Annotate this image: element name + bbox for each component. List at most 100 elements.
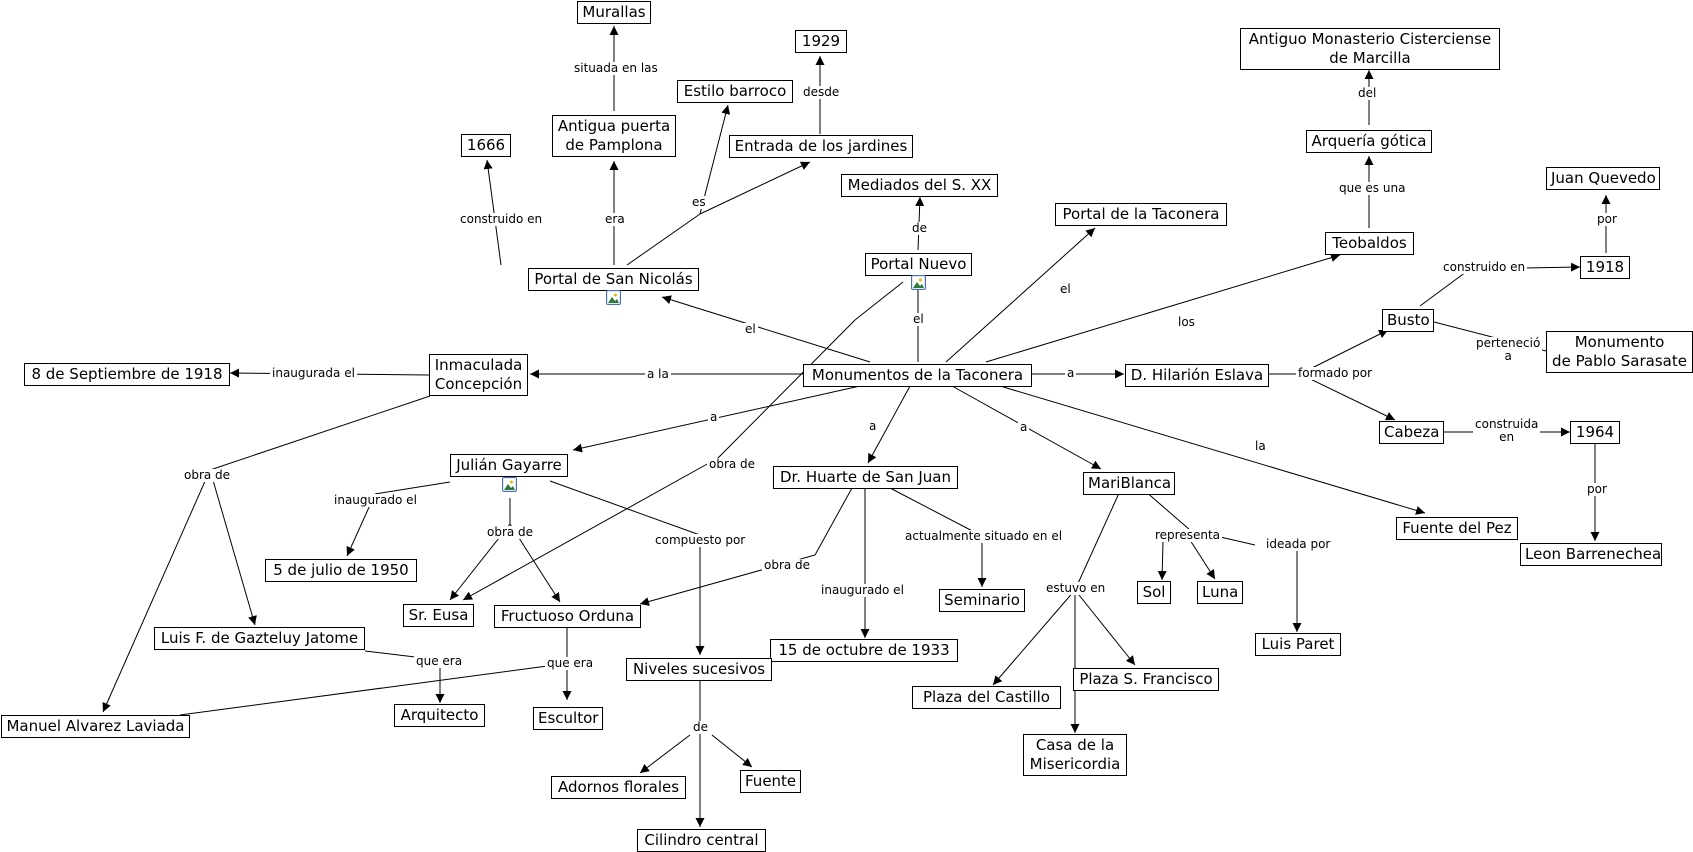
node-escultor[interactable]: Escultor (533, 707, 603, 730)
link-label-por: por (1595, 212, 1619, 226)
node-plaza-castillo[interactable]: Plaza del Castillo (912, 686, 1061, 709)
node-estilo-barroco[interactable]: Estilo barroco (677, 80, 793, 103)
connector-line (711, 734, 753, 768)
node-1666[interactable]: 1666 (461, 134, 511, 157)
connector-line (1144, 490, 1191, 531)
node-adornos-florales[interactable]: Adornos florales (551, 776, 686, 799)
node-niveles-sucesivos[interactable]: Niveles sucesivos (626, 658, 772, 681)
link-label-por: por (1585, 482, 1609, 496)
node-portal-nuevo[interactable]: Portal Nuevo (865, 253, 972, 276)
node-luis-paret[interactable]: Luis Paret (1255, 633, 1341, 656)
link-label-los: los (1176, 315, 1197, 329)
node-plaza-francisco[interactable]: Plaza S. Francisco (1073, 668, 1219, 691)
connector-line (209, 395, 431, 471)
connector-line (1074, 589, 1136, 666)
node-portal-taconera[interactable]: Portal de la Taconera (1055, 203, 1227, 226)
node-antiguo-monasterio[interactable]: Antiguo Monasterio Cisterciense de Marci… (1240, 28, 1500, 70)
node-cabeza[interactable]: Cabeza (1379, 421, 1444, 444)
link-label-actualmente-situado-en-el: actualmente situado en el (903, 529, 1065, 543)
link-label-del: del (1356, 86, 1379, 100)
link-label-que-es-una: que es una (1337, 181, 1408, 195)
link-label-de: de (691, 720, 710, 734)
link-label-es: es (690, 195, 708, 209)
connector-line (179, 664, 556, 716)
link-label-formado-por: formado por (1296, 366, 1374, 380)
connector-line (1189, 539, 1216, 580)
image-icon[interactable] (606, 290, 621, 305)
link-label-construido-en: construido en (1441, 260, 1528, 274)
node-1929[interactable]: 1929 (795, 30, 847, 53)
link-label-de: de (910, 221, 929, 235)
link-label-obra-de: obra de (485, 525, 536, 539)
connector-line (1157, 541, 1167, 581)
link-label-desde: desde (801, 85, 842, 99)
node-gazteluy[interactable]: Luis F. de Gazteluy Jatome (154, 627, 365, 650)
link-label-obra-de: obra de (182, 468, 233, 482)
connector-line (462, 457, 719, 601)
link-label-el: el (911, 312, 926, 326)
node-antigua-puerta[interactable]: Antigua puerta de Pamplona (552, 115, 676, 157)
link-label-era: era (603, 212, 627, 226)
link-label-ideada-por: ideada por (1264, 537, 1333, 551)
connector-line (985, 253, 1341, 363)
node-hilarion-eslava[interactable]: D. Hilarión Eslava (1125, 364, 1269, 387)
node-1964[interactable]: 1964 (1570, 421, 1620, 444)
connector-line (945, 227, 1096, 363)
image-icon[interactable] (502, 477, 517, 492)
link-label-inaugurada-el: inaugurada el (270, 366, 357, 380)
link-label-construido-en: construido en (458, 212, 545, 226)
node-fuente[interactable]: Fuente (740, 770, 801, 793)
node-1918[interactable]: 1918 (1580, 256, 1630, 279)
connector-line (1299, 373, 1396, 421)
node-monumento-sarasate[interactable]: Monumento de Pablo Sarasate (1546, 331, 1693, 373)
node-fructuoso-orduna[interactable]: Fructuoso Orduna (494, 605, 641, 628)
connector-line (867, 385, 911, 464)
connector-line (717, 319, 856, 459)
node-huarte[interactable]: Dr. Huarte de San Juan (773, 466, 958, 489)
link-label-inaugurado-el: inaugurado el (819, 583, 906, 597)
node-8-septiembre-1918[interactable]: 8 de Septiembre de 1918 (24, 363, 230, 386)
connector-line (992, 589, 1076, 686)
node-leon-barrenechea[interactable]: Leon Barrenechea (1520, 543, 1662, 566)
node-inmaculada[interactable]: Inmaculada Concepción (429, 354, 528, 396)
node-arquitecto[interactable]: Arquitecto (394, 704, 485, 727)
node-seminario[interactable]: Seminario (939, 589, 1025, 612)
node-15-octubre-1933[interactable]: 15 de octubre de 1933 (770, 639, 958, 662)
node-luna[interactable]: Luna (1197, 581, 1243, 604)
link-label-el: el (1058, 282, 1073, 296)
node-casa-misericordia[interactable]: Casa de la Misericordia (1023, 734, 1127, 776)
node-arqueria[interactable]: Arquería gótica (1306, 130, 1432, 153)
connector-line (209, 469, 257, 626)
connector-line (1299, 329, 1389, 375)
link-label-situada-en-las: situada en las (572, 61, 660, 75)
node-cilindro-central[interactable]: Cilindro central (637, 829, 766, 852)
node-mariblanca[interactable]: MariBlanca (1083, 472, 1175, 495)
node-fuente-del-pez[interactable]: Fuente del Pez (1396, 517, 1518, 540)
node-juan-quevedo[interactable]: Juan Quevedo (1546, 167, 1660, 190)
node-teobaldos[interactable]: Teobaldos (1325, 232, 1414, 255)
connector-line (814, 487, 853, 556)
node-sol[interactable]: Sol (1137, 581, 1171, 604)
link-label-estuvo-en: estuvo en (1044, 581, 1108, 595)
link-label-construida-en: construida en (1473, 417, 1541, 444)
link-label-representa: representa (1153, 528, 1223, 542)
link-label-pertenecio-a: perteneció a (1474, 336, 1543, 363)
link-label-que-era: que era (414, 654, 465, 668)
node-entrada-jardines[interactable]: Entrada de los jardines (729, 135, 913, 158)
node-murallas[interactable]: Murallas (577, 1, 651, 24)
connector-line (999, 385, 1426, 515)
image-icon[interactable] (911, 275, 926, 290)
node-mediados[interactable]: Mediados del S. XX (841, 174, 998, 197)
connector-line (699, 161, 811, 215)
link-label-compuesto-por: compuesto por (653, 533, 748, 547)
node-5-julio-1950[interactable]: 5 de julio de 1950 (265, 559, 417, 582)
node-manuel-alvarez[interactable]: Manuel Alvarez Laviada (1, 715, 190, 738)
node-julian-gayarre[interactable]: Julián Gayarre (450, 454, 568, 477)
node-sr-eusa[interactable]: Sr. Eusa (403, 604, 474, 627)
node-portal-san-nicolas[interactable]: Portal de San Nicolás (528, 268, 699, 291)
connector-line (889, 487, 983, 537)
node-busto[interactable]: Busto (1382, 309, 1434, 332)
link-label-la: la (1253, 439, 1268, 453)
node-monumentos-taconera[interactable]: Monumentos de la Taconera (803, 364, 1032, 387)
connector-line (483, 159, 502, 266)
